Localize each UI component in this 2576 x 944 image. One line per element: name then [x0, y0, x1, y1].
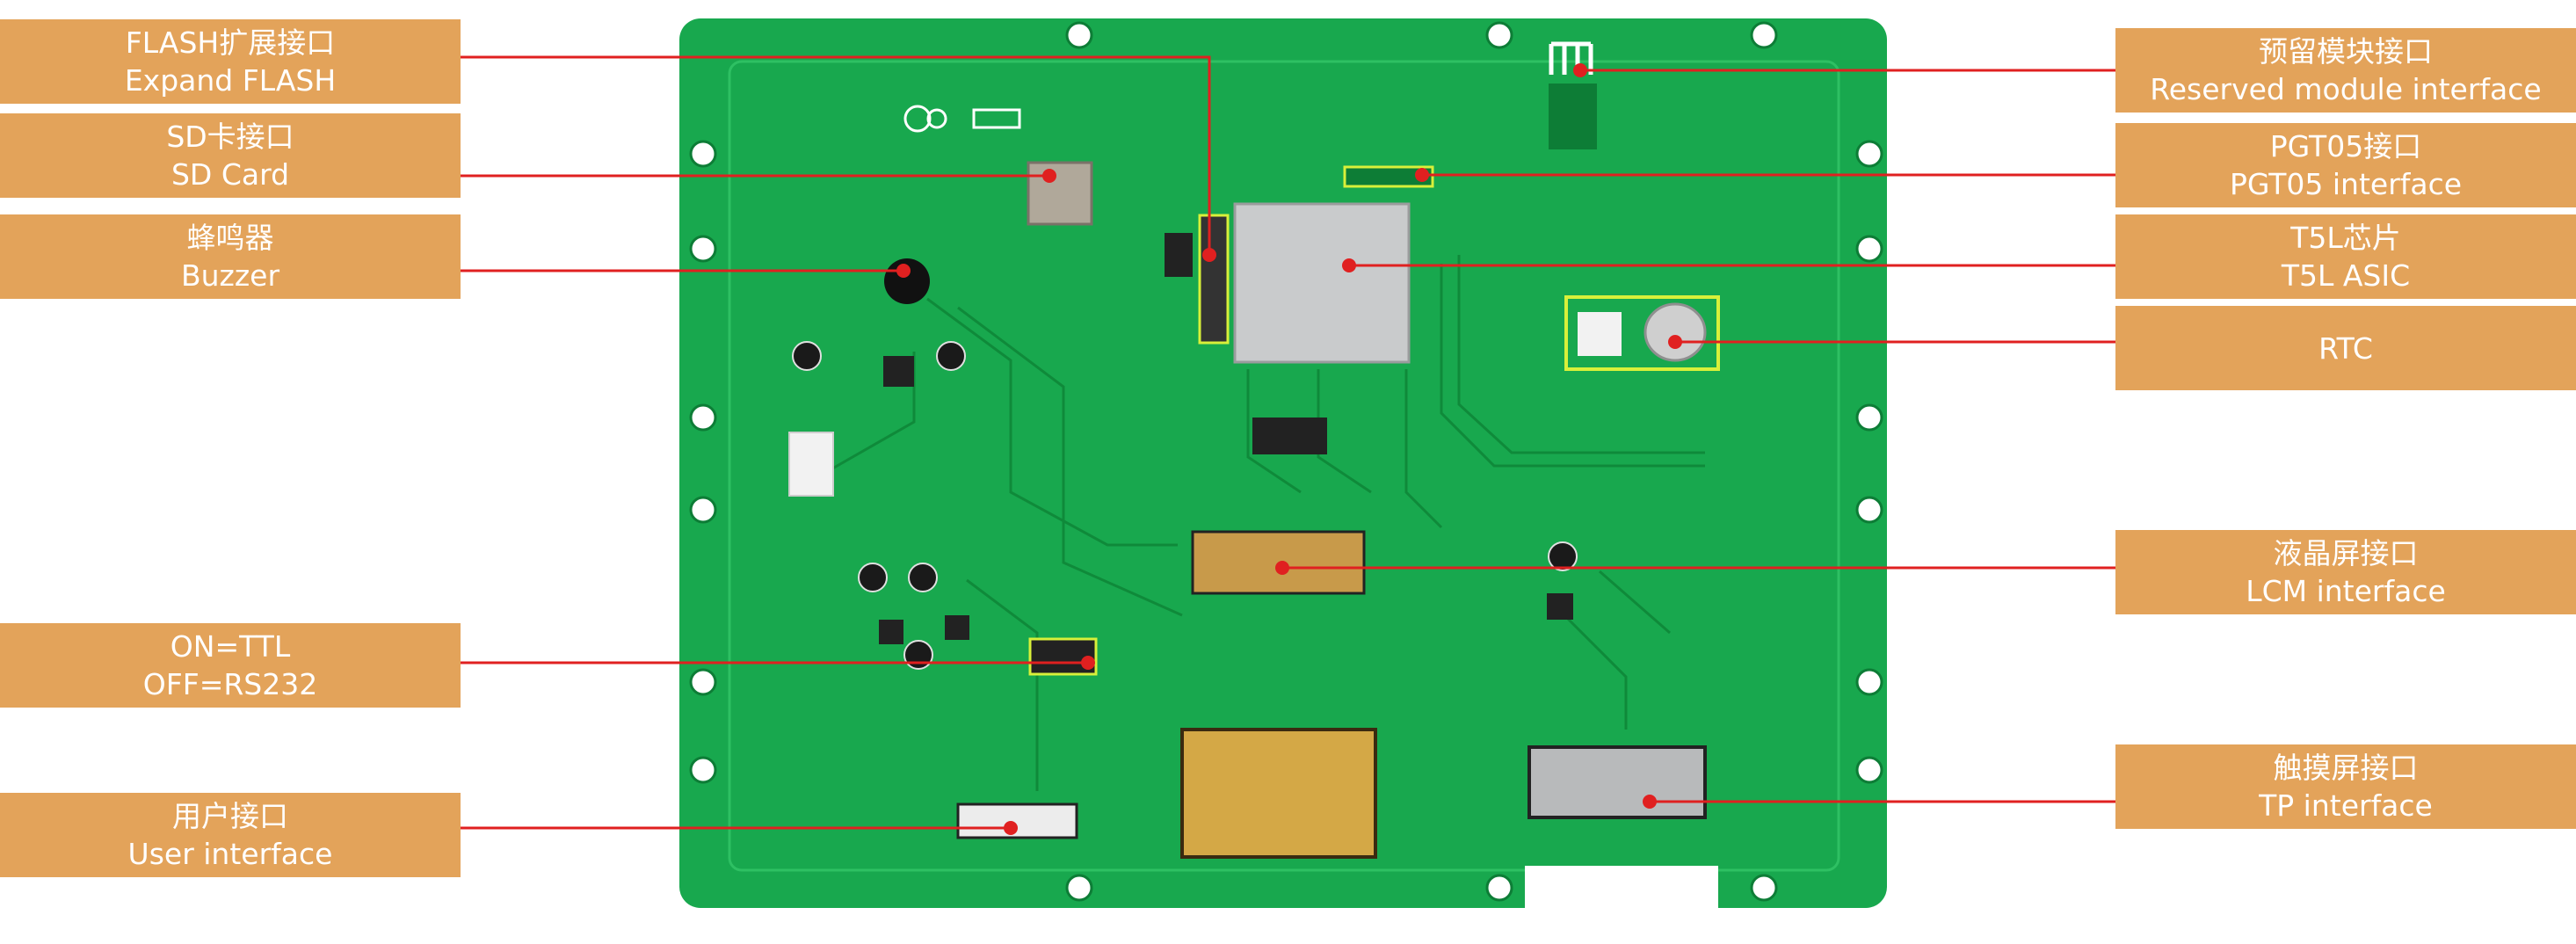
flash-chip-b: [1198, 214, 1230, 345]
callout-buzzer: 蜂鸣器 Buzzer: [0, 214, 461, 299]
callout-rtc: RTC: [2115, 306, 2576, 390]
callout-flash-en: Expand FLASH: [124, 63, 337, 98]
callout-user-interface-cn: 用户接口: [172, 799, 288, 833]
flash-chip-a: [1165, 233, 1193, 277]
callout-t5l-asic-cn: T5L芯片: [2290, 221, 2401, 255]
rtc-holder: [1578, 312, 1622, 356]
callout-flash-cn: FLASH扩展接口: [125, 25, 336, 60]
callout-user-interface: 用户接口 User interface: [0, 793, 461, 877]
callout-ttl-rs232-on: ON=TTL: [170, 629, 291, 664]
callout-tp-en: TP interface: [2259, 788, 2433, 823]
callout-ttl-rs232: ON=TTL OFF=RS232: [0, 623, 461, 708]
mounting-holes: [689, 21, 1883, 902]
callout-flash: FLASH扩展接口 Expand FLASH: [0, 19, 461, 104]
leader-dots: [896, 63, 1682, 835]
callout-buzzer-en: Buzzer: [180, 258, 280, 293]
leader-lines: [461, 55, 2115, 830]
callout-lcm-cn: 液晶屏接口: [2273, 536, 2419, 570]
callout-reserved-module-cn: 预留模块接口: [2259, 34, 2433, 69]
callout-sd-card-en: SD Card: [171, 157, 290, 192]
pcb-board: [679, 18, 1887, 908]
sd-card-slot: [1027, 161, 1093, 226]
user-connector: [956, 802, 1078, 839]
callout-reserved-module-en: Reserved module interface: [2150, 72, 2542, 106]
pcb-traces: [790, 255, 1705, 791]
reserved-module-pads: [1549, 84, 1597, 149]
callout-tp: 触摸屏接口 TP interface: [2115, 744, 2576, 829]
cert-marks: [903, 105, 1021, 133]
callout-t5l-asic-en: T5L ASIC: [2281, 258, 2411, 293]
power-connector: [788, 432, 834, 497]
callout-tp-cn: 触摸屏接口: [2273, 751, 2419, 785]
leader-flash: [461, 55, 1211, 255]
t5l-asic-shield: [1233, 202, 1411, 364]
rtc-battery: [1644, 302, 1707, 362]
callout-user-interface-en: User interface: [127, 837, 333, 871]
callout-lcm-en: LCM interface: [2246, 574, 2446, 608]
ram-chip: [1252, 418, 1327, 454]
rtc-highlight-box: [1564, 295, 1720, 371]
callout-ttl-rs232-off: OFF=RS232: [142, 667, 318, 701]
callout-pgt05-en: PGT05 interface: [2229, 167, 2463, 201]
callout-pgt05: PGT05接口 PGT05 interface: [2115, 123, 2576, 207]
antenna-outline: [1549, 41, 1593, 75]
callout-buzzer-cn: 蜂鸣器: [186, 221, 274, 255]
callout-reserved-module: 预留模块接口 Reserved module interface: [2115, 28, 2576, 113]
callout-rtc-label: RTC: [2318, 330, 2373, 366]
callout-sd-card: SD卡接口 SD Card: [0, 113, 461, 198]
callout-pgt05-cn: PGT05接口: [2269, 129, 2422, 163]
pcb-bottom-notch: [1525, 866, 1718, 914]
tp-connector: [1527, 745, 1707, 819]
pgt05-header: [1343, 165, 1434, 188]
flex-cable: [1180, 728, 1377, 859]
pcb-inner-outline: [728, 60, 1840, 872]
inductors: [879, 356, 1573, 644]
callout-sd-card-cn: SD卡接口: [166, 120, 294, 154]
callout-t5l-asic: T5L芯片 T5L ASIC: [2115, 214, 2576, 299]
callout-lcm: 液晶屏接口 LCM interface: [2115, 530, 2576, 614]
